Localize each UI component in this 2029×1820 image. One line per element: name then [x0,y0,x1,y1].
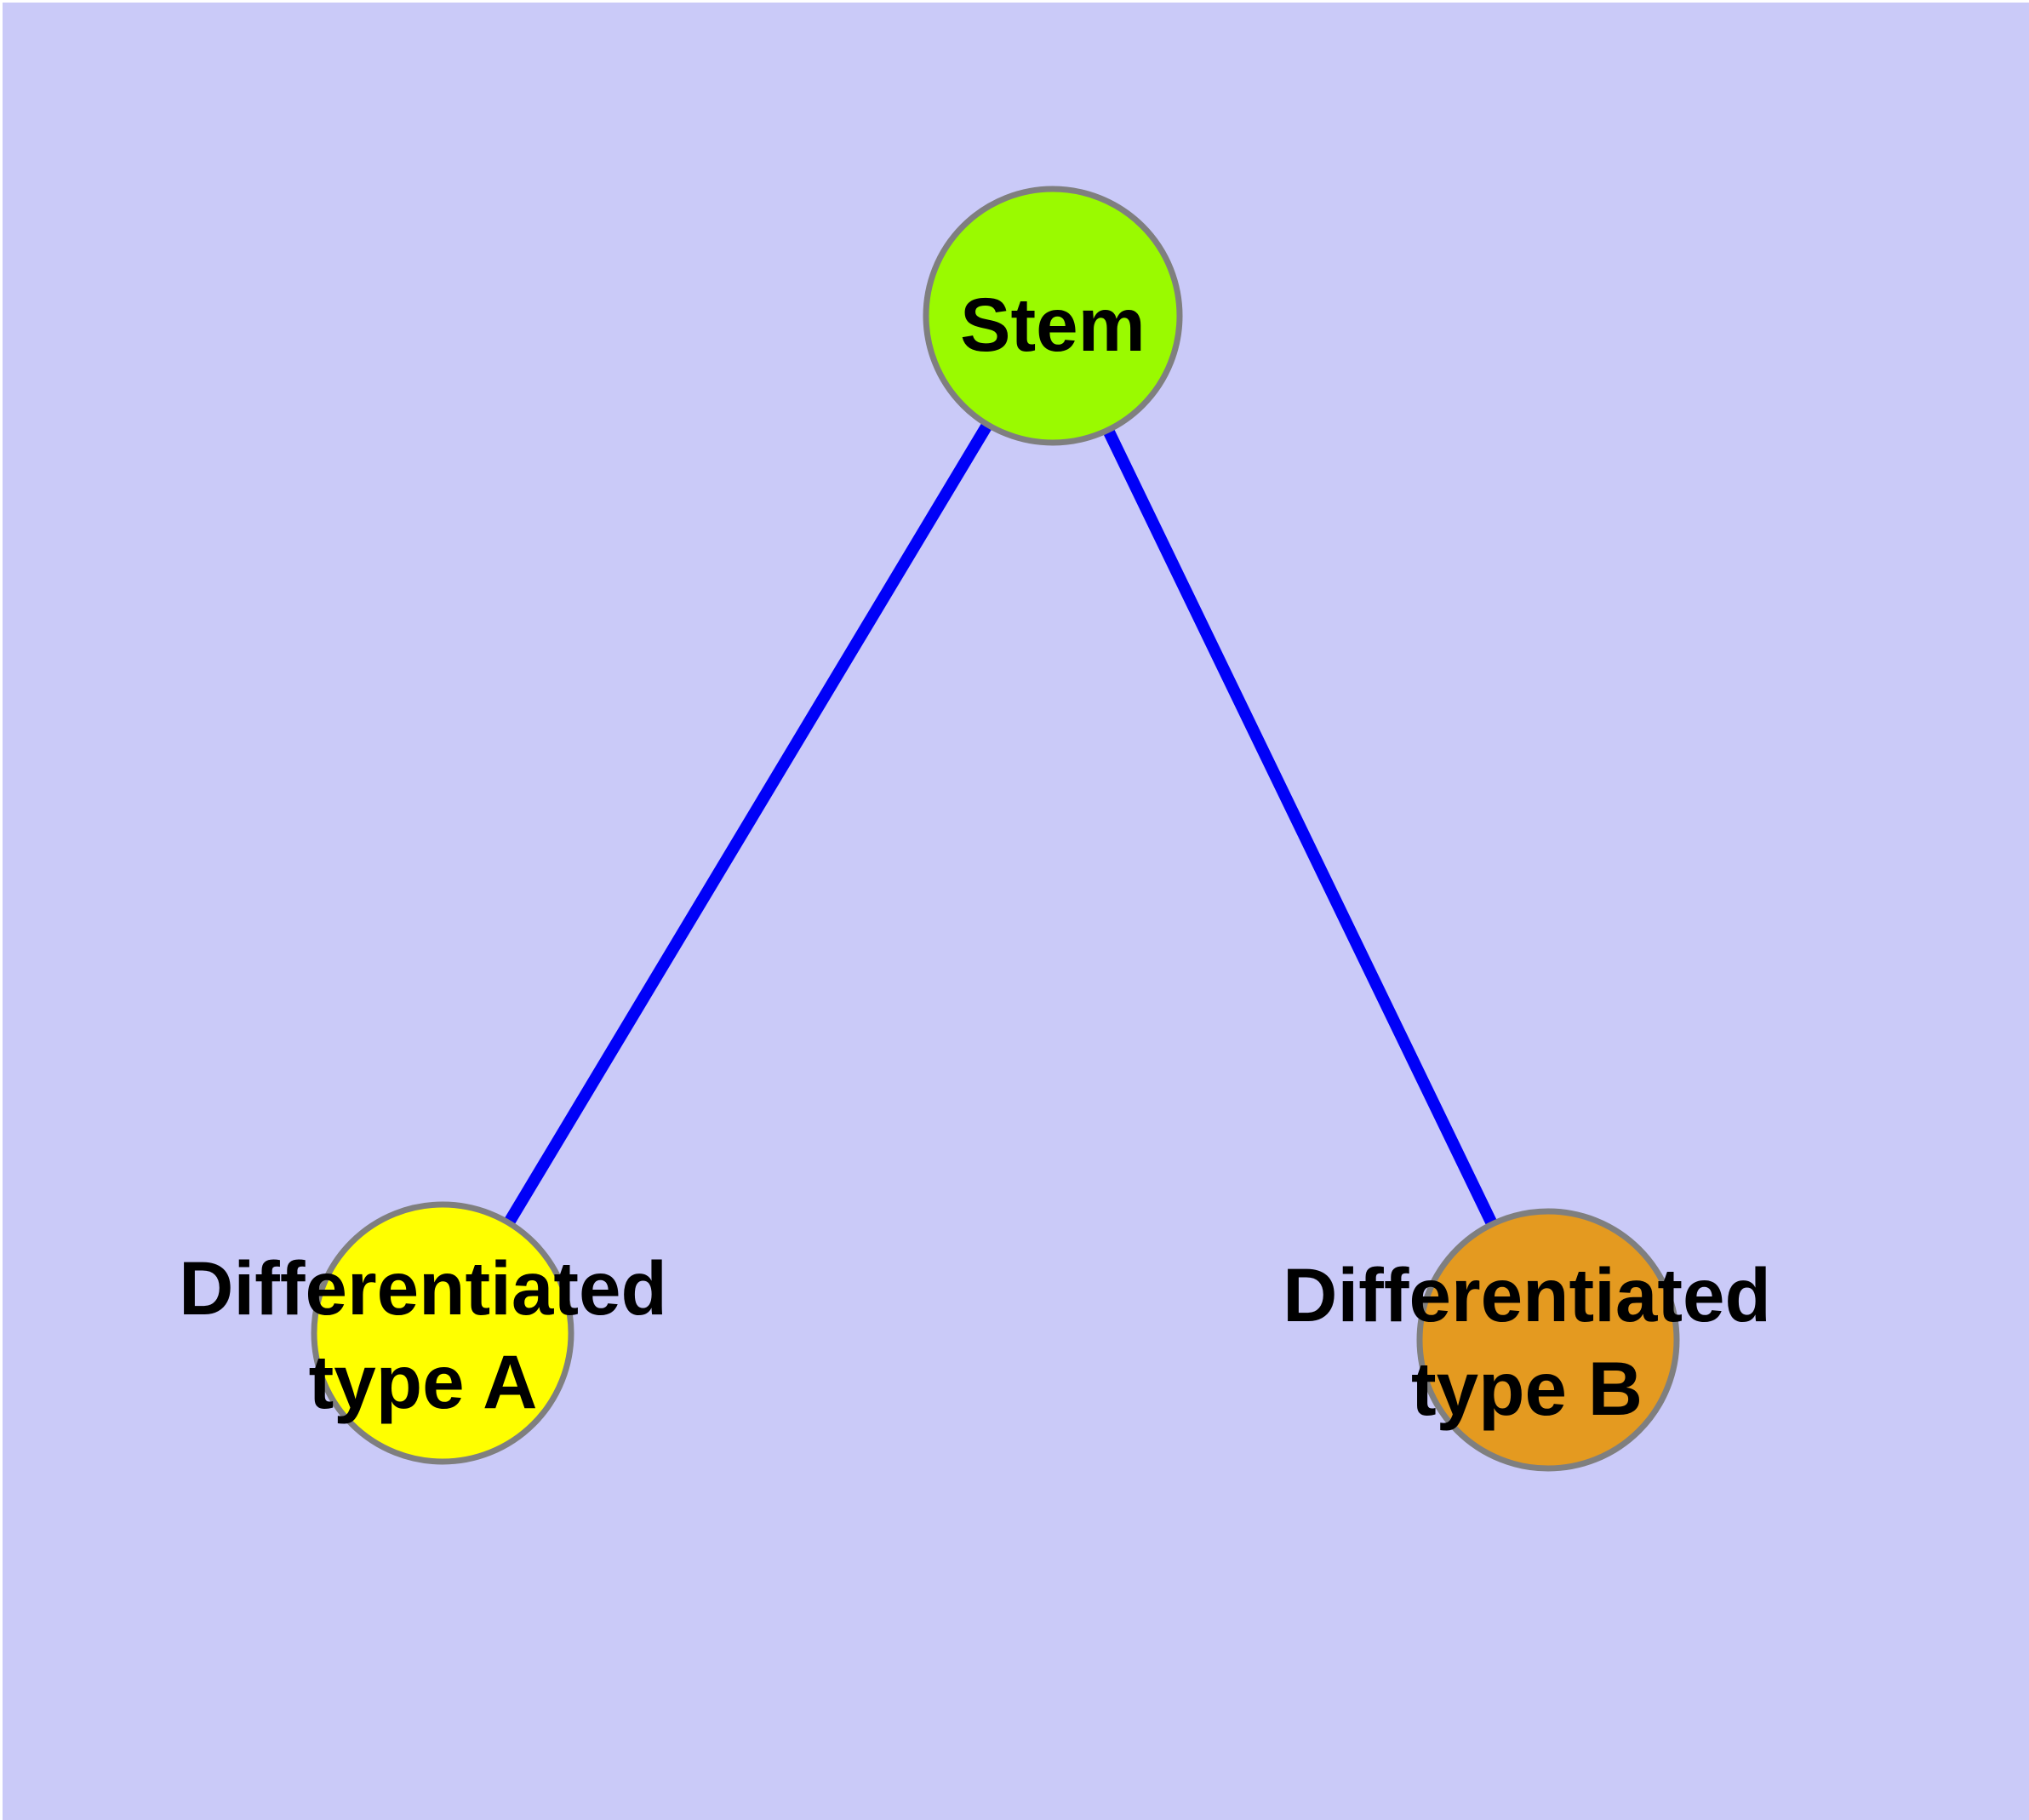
node-stem-label: Stem [960,282,1146,367]
edge-stem-to-type-a [437,312,1059,1336]
node-stem-circle[interactable] [923,186,1183,446]
node-type-a-circle[interactable] [311,1201,574,1465]
node-type-a-label: Differentiated type A [179,1245,667,1424]
edge-stem-to-type-b [1047,312,1554,1343]
node-type-b-circle[interactable] [1416,1208,1680,1472]
node-type-b-label: Differentiated type B [1283,1252,1771,1431]
